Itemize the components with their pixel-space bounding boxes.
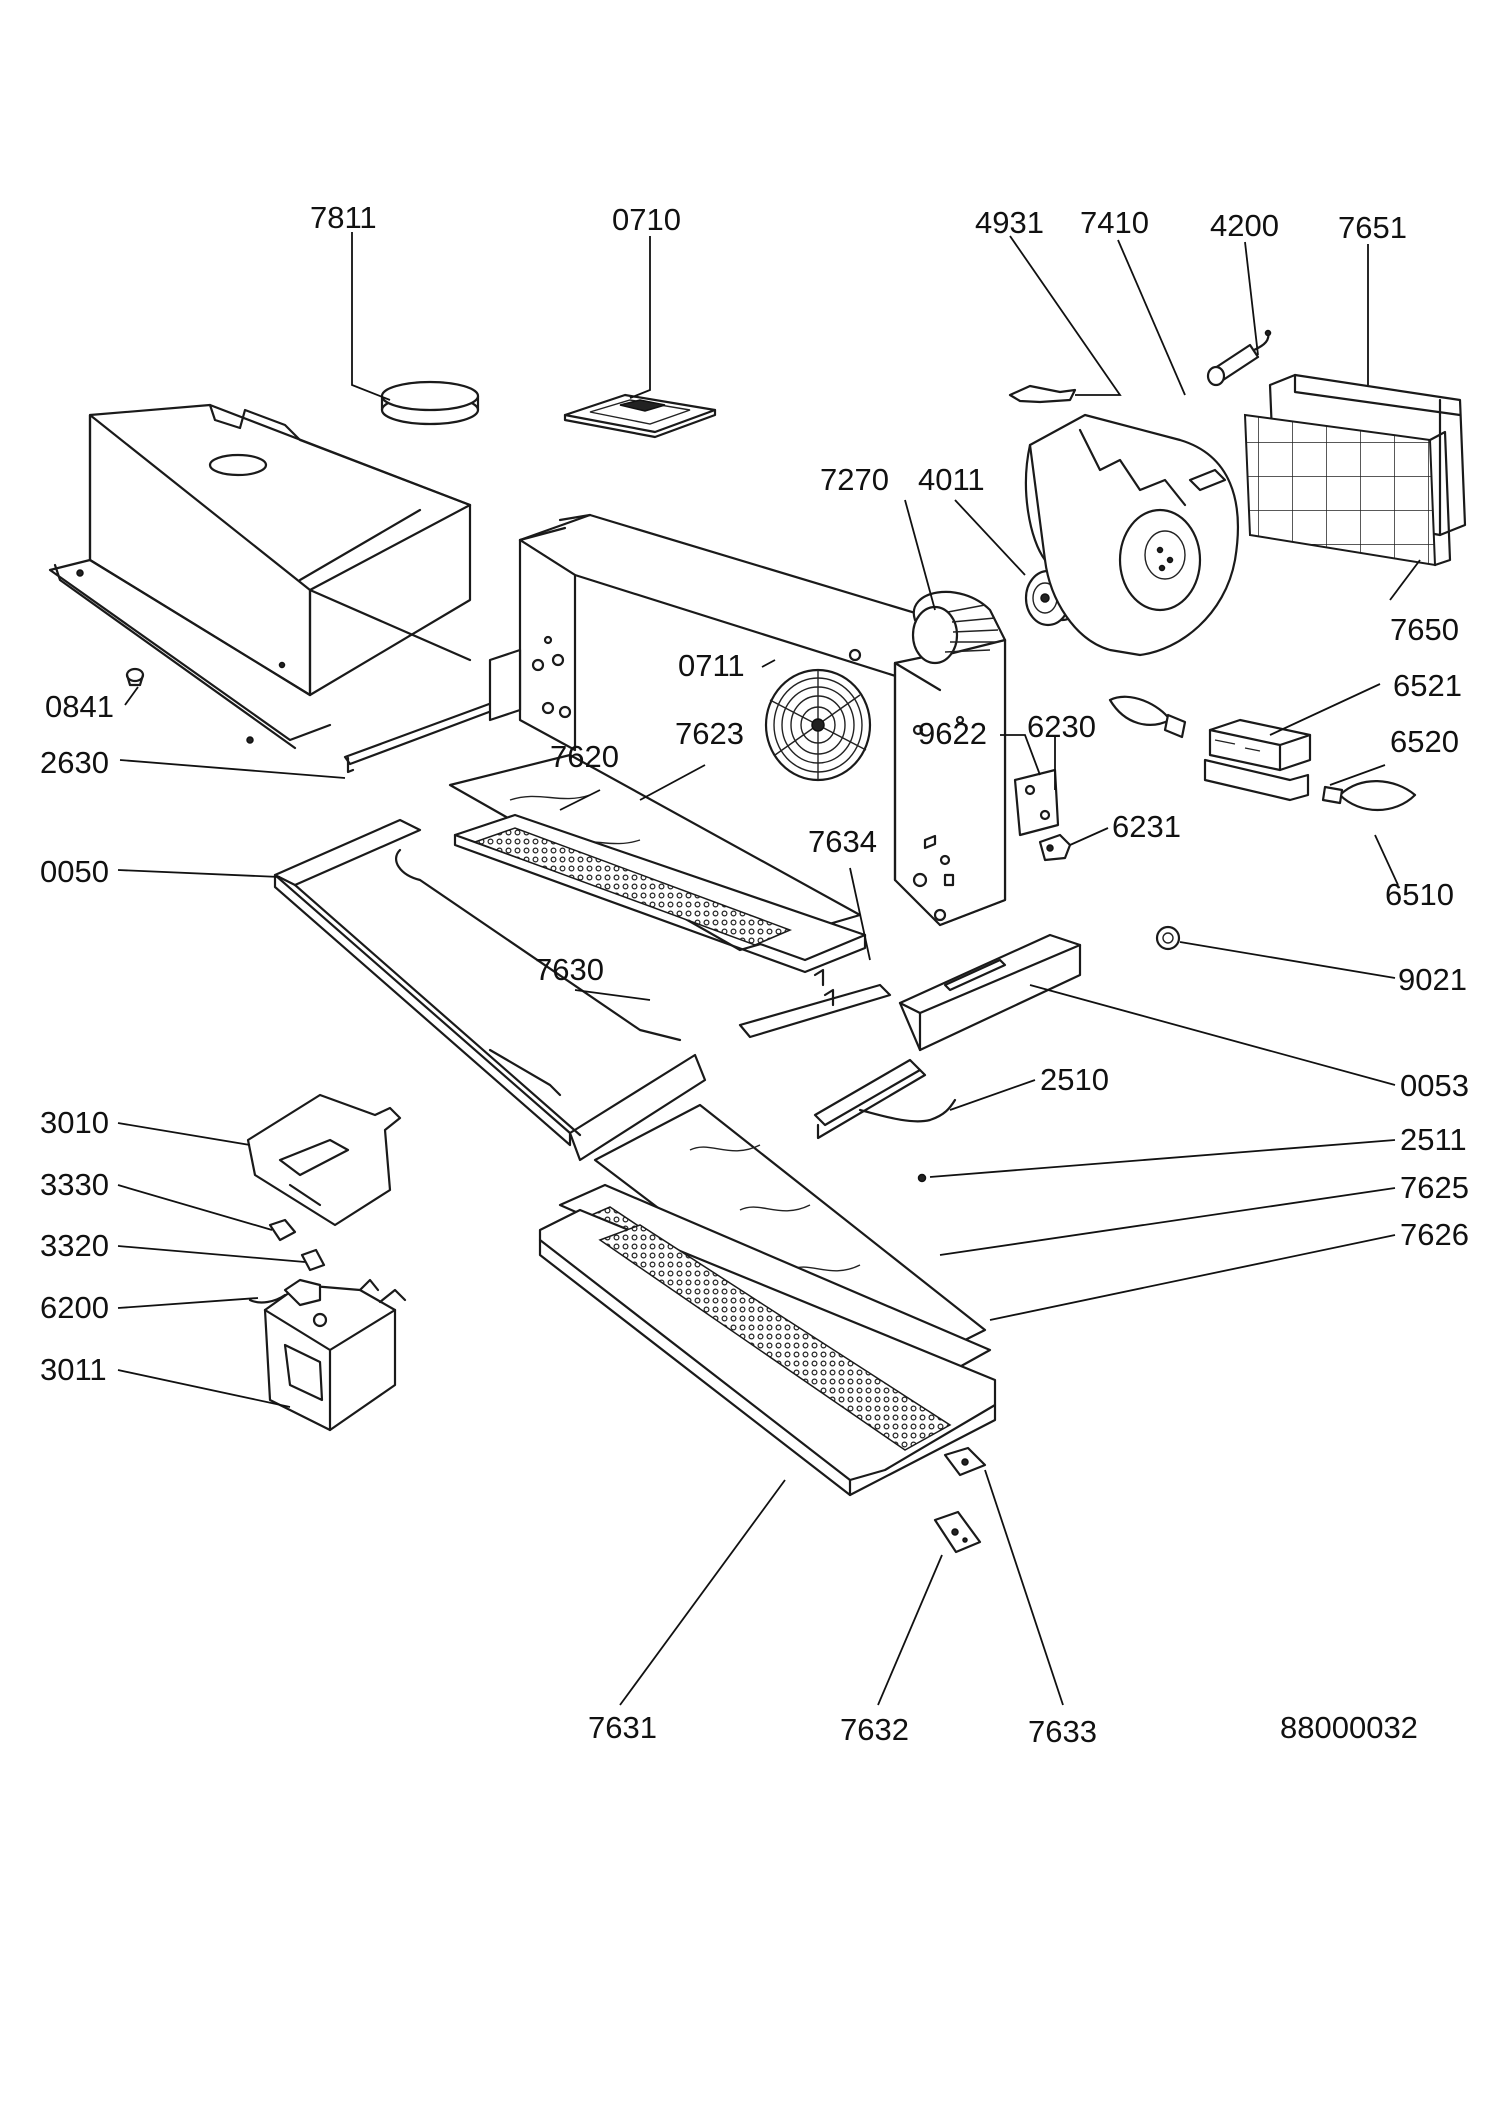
part-7270-drum (911, 590, 1007, 665)
callout-3010: 3010 (40, 1105, 109, 1140)
callout-2630: 2630 (40, 745, 109, 780)
part-chassis (488, 513, 1007, 927)
callout-7632: 7632 (840, 1712, 909, 1747)
callout-7633: 7633 (1028, 1714, 1097, 1749)
callout-7634: 7634 (808, 824, 877, 859)
part-3011-control-box (263, 1278, 407, 1432)
part-0711-fan-grille (764, 668, 872, 782)
part-2630-rail (343, 698, 507, 774)
part-7633-bracket (943, 1446, 987, 1477)
callout-7626: 7626 (1400, 1217, 1469, 1252)
callout-4011: 4011 (918, 462, 985, 497)
part-6231-switch (1038, 833, 1072, 862)
callout-7650: 7650 (1390, 612, 1459, 647)
callout-7630: 7630 (535, 952, 604, 987)
callout-0841: 0841 (45, 689, 114, 724)
callout-2510: 2510 (1040, 1062, 1109, 1097)
part-7631-lower-tray (538, 1208, 997, 1497)
leader-lines (117, 232, 1421, 1706)
part-4200-capacitor (1206, 329, 1272, 387)
part-7410-blower-housing (1024, 413, 1239, 657)
callout-3011: 3011 (40, 1352, 107, 1387)
callout-7410: 7410 (1080, 205, 1149, 240)
callout-6520: 6520 (1390, 724, 1459, 759)
callout-6230: 6230 (1027, 709, 1096, 744)
part-6510-lamp-left (1108, 695, 1187, 739)
part-7630-grease-filter-frame (453, 813, 867, 974)
part-7650-carbon-filter (1243, 413, 1452, 567)
callout-7270: 7270 (820, 462, 889, 497)
part-6200-switch-module (248, 1278, 322, 1307)
callout-6510: 6510 (1385, 877, 1454, 912)
callout-0050: 0050 (40, 854, 109, 889)
callout-0053: 0053 (1400, 1068, 1469, 1103)
part-3330-clip (268, 1218, 297, 1242)
part-6520-lamp-right (1321, 780, 1417, 812)
part-hood-cover (48, 403, 472, 750)
part-2511-screw (917, 1173, 927, 1183)
callout-7631: 7631 (588, 1710, 657, 1745)
part-3320-clip (300, 1248, 326, 1272)
callout-7623: 7623 (675, 716, 744, 751)
callout-6521: 6521 (1393, 668, 1462, 703)
callout-9021: 9021 (1398, 962, 1467, 997)
callout-0710: 0710 (612, 202, 681, 237)
part-0050-rail-frame (273, 818, 707, 1162)
callout-7811: 7811 (310, 200, 377, 235)
drawing-number: 88000032 (1280, 1710, 1418, 1745)
callout-labels: 7811 0710 4931 7410 4200 7651 7270 4011 … (40, 200, 1469, 1749)
callout-7625: 7625 (1400, 1170, 1469, 1205)
callout-9622: 9622 (918, 716, 987, 751)
part-7811-round-cap (380, 380, 480, 426)
callout-7651: 7651 (1338, 210, 1407, 245)
part-9021-knob (1155, 925, 1181, 951)
part-6521-lamp-holder (1203, 718, 1312, 802)
part-2510-bracket (813, 1058, 957, 1140)
callout-4931: 4931 (975, 205, 1044, 240)
part-0841-clip (125, 667, 145, 687)
callout-2511: 2511 (1400, 1122, 1467, 1157)
part-0053-rail-right (898, 933, 1082, 1052)
callout-3320: 3320 (40, 1228, 109, 1263)
part-7634-lower-rail (738, 968, 892, 1039)
callout-4200: 4200 (1210, 208, 1279, 243)
part-6230-switch-bracket (1013, 768, 1060, 837)
callout-6231: 6231 (1112, 809, 1181, 844)
callout-0711: 0711 (678, 648, 745, 683)
callout-3330: 3330 (40, 1167, 109, 1202)
part-4931-clip (1008, 384, 1077, 404)
part-0710-flange-plate (563, 393, 717, 439)
part-7632-bracket (933, 1510, 982, 1554)
callout-6200: 6200 (40, 1290, 109, 1325)
callout-7620: 7620 (550, 739, 619, 774)
part-3010-control-cover (246, 1093, 402, 1227)
